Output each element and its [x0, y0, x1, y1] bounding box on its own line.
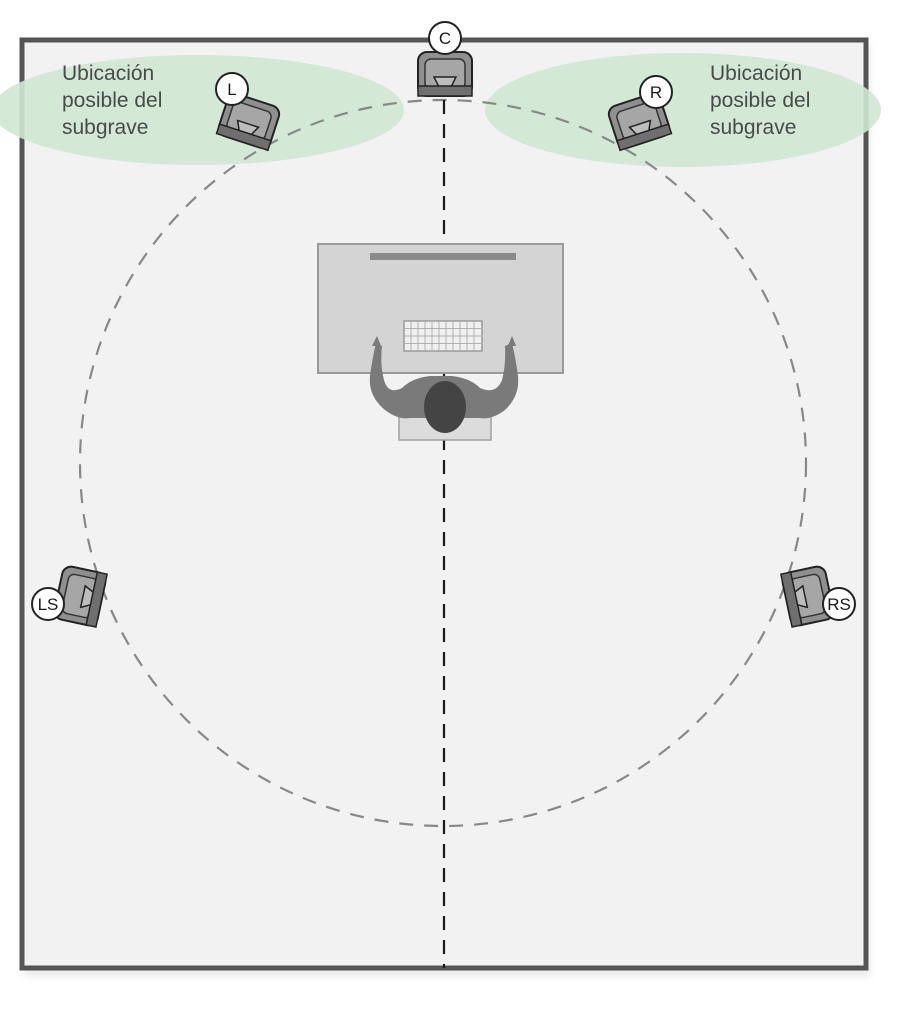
desk: [317, 243, 564, 374]
zone-right-line1: Ubicación: [710, 62, 802, 85]
listener-icon: [369, 336, 519, 433]
badge-right: R: [639, 75, 673, 109]
subwoofer-zone-right: [485, 53, 881, 167]
zone-left-line1: Ubicación: [62, 62, 154, 85]
subwoofer-zone-left: [0, 55, 404, 165]
badge-center: C: [428, 21, 462, 55]
keyboard-icon: [403, 320, 483, 352]
room-floor: [22, 40, 866, 968]
zone-right-line3: subgrave: [710, 116, 796, 139]
badge-right-surround-label: RS: [827, 595, 851, 614]
zone-right-line2: posible del: [710, 89, 810, 112]
subwoofer-zone-left-label: Ubicación posible del subgrave: [62, 62, 162, 139]
badge-right-label: R: [650, 83, 662, 102]
badge-left-surround: LS: [31, 587, 65, 621]
desk-icon: [317, 243, 564, 374]
badge-left: L: [215, 72, 249, 106]
badge-center-label: C: [439, 29, 451, 48]
zone-left-line2: posible del: [62, 89, 162, 112]
monitor-bar: [370, 253, 516, 260]
speaker-center: [417, 51, 473, 97]
room: [19, 37, 870, 976]
zone-left-line3: subgrave: [62, 116, 148, 139]
speaker-icon: [417, 51, 473, 97]
badge-left-surround-label: LS: [38, 595, 59, 614]
badge-right-surround: RS: [822, 587, 856, 621]
subwoofer-zone-right-label: Ubicación posible del subgrave: [710, 62, 810, 139]
badge-left-label: L: [227, 80, 236, 99]
listener-head: [424, 381, 466, 433]
